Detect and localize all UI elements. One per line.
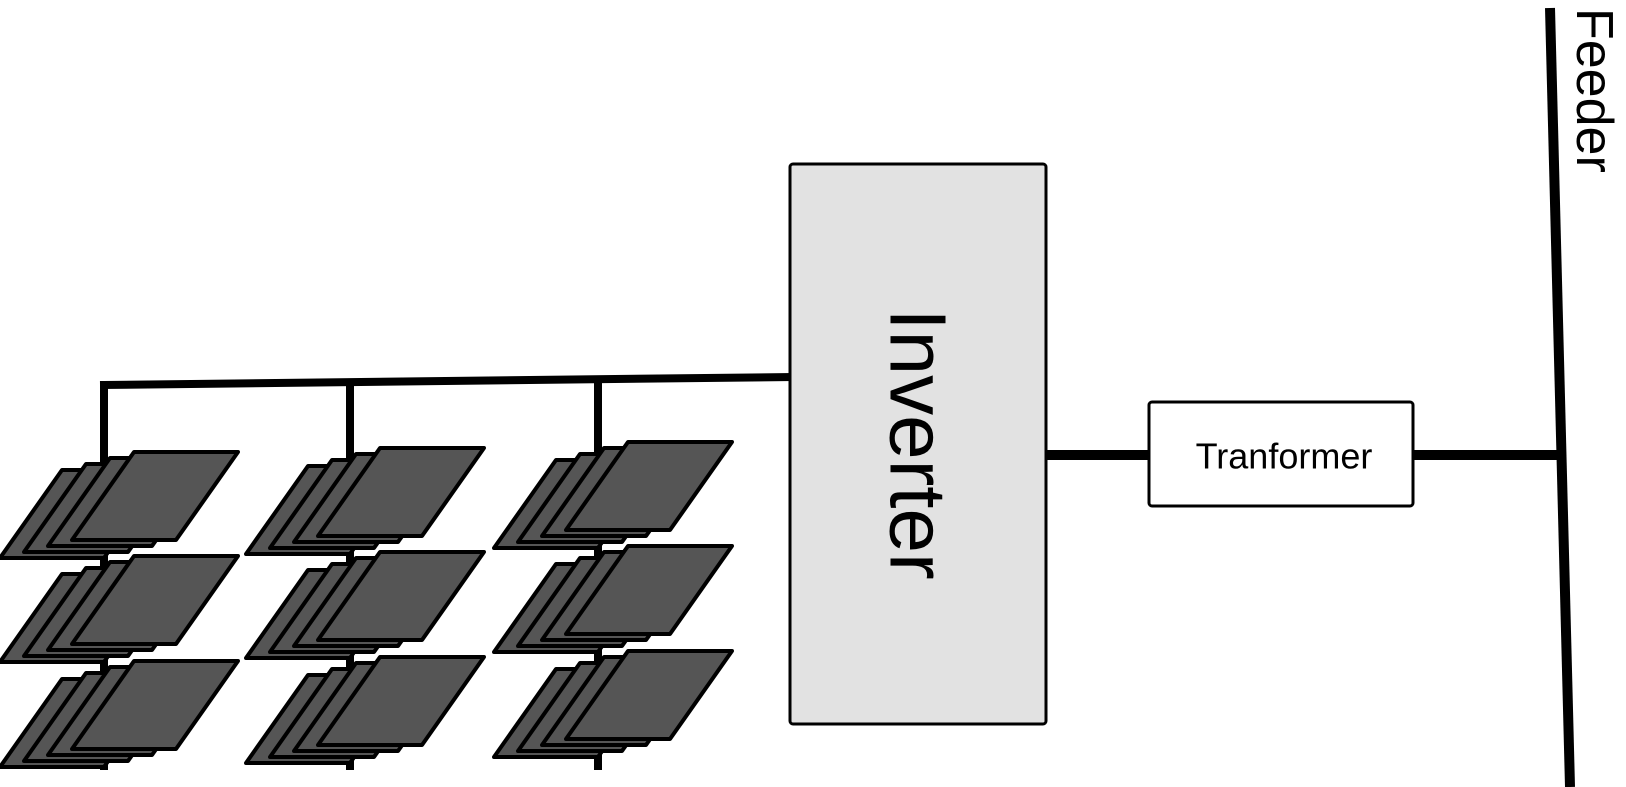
- feeder-label: Feeder: [1565, 8, 1623, 173]
- pv-panel-stack: [244, 550, 486, 660]
- pv-panel: [564, 440, 734, 532]
- inverter-label: Inverter: [874, 308, 963, 579]
- pv-panel-stack: [492, 544, 734, 654]
- pv-panel-stack: [0, 450, 240, 560]
- pv-array: [0, 440, 734, 769]
- transformer-label: Tranformer: [1196, 436, 1373, 477]
- transformer: Tranformer: [1147, 400, 1415, 508]
- pv-panel-stack: [492, 440, 734, 550]
- pv-panel-stack: [492, 649, 734, 759]
- pv-panel: [70, 659, 240, 751]
- pv-panel: [70, 450, 240, 542]
- pv-panel-stack: [0, 554, 240, 664]
- pv-bus-line: [99, 372, 795, 390]
- pv-panel-stack: [244, 655, 486, 765]
- pv-panel: [564, 544, 734, 636]
- pv-panel-stack: [244, 446, 486, 556]
- inverter-box: [788, 162, 1048, 726]
- pv-panel: [316, 446, 486, 538]
- pv-panel: [70, 554, 240, 646]
- feeder-line: [1545, 7, 1575, 787]
- pv-panel: [564, 649, 734, 741]
- pv-panel-stack: [0, 659, 240, 769]
- pv-panel: [316, 550, 486, 642]
- inverter: Inverter: [788, 162, 1048, 726]
- pv-panel: [316, 655, 486, 747]
